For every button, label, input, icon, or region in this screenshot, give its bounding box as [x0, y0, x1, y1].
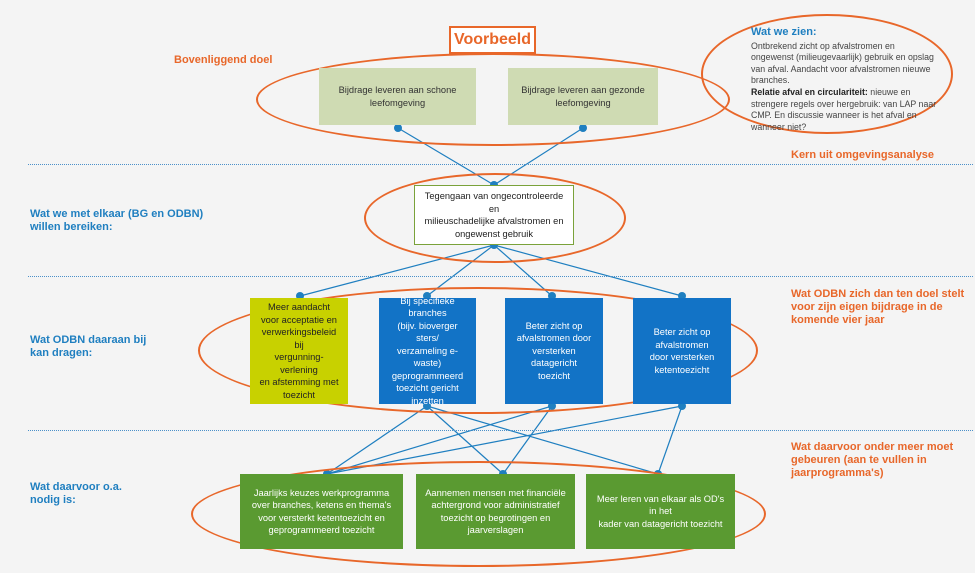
box-datagericht-toezicht-text: Beter zicht op afvalstromen door verster…	[516, 320, 592, 381]
label-bijdragen: Wat ODBN daaraan bij kan dragen:	[30, 334, 147, 359]
box-tegengaan: Tegengaan van ongecontroleerde en milieu…	[414, 185, 574, 245]
box-meer-leren: Meer leren van elkaar als OD's in het ka…	[586, 474, 735, 549]
box-datagericht-toezicht: Beter zicht op afvalstromen door verster…	[505, 298, 603, 404]
box-meer-leren-text: Meer leren van elkaar als OD's in het ka…	[596, 493, 725, 529]
box-meer-aandacht: Meer aandacht voor acceptatie en verwerk…	[250, 298, 348, 404]
separator-1	[28, 164, 973, 165]
box-ketentoezicht-text: Beter zicht op afvalstromen door verster…	[649, 327, 715, 375]
info-title: Wat we zien:	[751, 26, 817, 38]
label-doel-stelt: Wat ODBN zich dan ten doel stelt voor zi…	[791, 288, 965, 326]
info-wat-we-zien: Wat we zien: Ontbrekend zicht op afvalst…	[751, 26, 939, 133]
label-bereiken: Wat we met elkaar (BG en ODBN) willen be…	[30, 208, 204, 233]
label-nodig: Wat daarvoor o.a. nodig is:	[30, 481, 122, 506]
box-specifieke-branches-text: Bij specifieke branches (bijv. bioverger…	[391, 295, 464, 406]
voorbeeld-badge: Voorbeeld	[449, 26, 536, 54]
info-paragraph-2: nieuwe en strengere regels over hergebru…	[751, 86, 937, 132]
ellipse-bijdragen	[198, 287, 758, 414]
info-paragraph-2-bold: Relatie afval en circulariteit:	[751, 86, 868, 97]
ellipse-mid	[364, 173, 626, 263]
label-onder-meer: Wat daarvoor onder meer moet gebeuren (a…	[791, 441, 954, 479]
box-gezonde-leefomgeving-text: Bijdrage leveren aan gezonde leefomgevin…	[521, 85, 645, 108]
label-kern: Kern uit omgevingsanalyse	[791, 149, 935, 161]
box-meer-aandacht-text: Meer aandacht voor acceptatie en verwerk…	[259, 302, 339, 400]
box-jaarlijks-keuzes-text: Jaarlijks keuzes werkprogramma over bran…	[251, 487, 392, 536]
separator-2	[28, 276, 973, 277]
box-tegengaan-text: Tegengaan van ongecontroleerde en milieu…	[424, 191, 564, 239]
ellipse-info	[701, 14, 953, 134]
ellipse-nodig	[191, 461, 766, 567]
box-jaarlijks-keuzes: Jaarlijks keuzes werkprogramma over bran…	[240, 474, 403, 549]
box-gezonde-leefomgeving: Bijdrage leveren aan gezonde leefomgevin…	[508, 68, 658, 125]
box-schone-leefomgeving: Bijdrage leveren aan schone leefomgeving	[319, 68, 476, 125]
box-schone-leefomgeving-text: Bijdrage leveren aan schone leefomgeving	[338, 85, 457, 108]
box-aannemen-mensen: Aannemen mensen met financiële achtergro…	[416, 474, 575, 549]
separator-3	[28, 430, 973, 431]
box-specifieke-branches: Bij specifieke branches (bijv. bioverger…	[379, 296, 476, 406]
box-ketentoezicht: Beter zicht op afvalstromen door verster…	[633, 298, 731, 404]
box-aannemen-mensen-text: Aannemen mensen met financiële achtergro…	[425, 487, 566, 536]
info-paragraph-1: Ontbrekend zicht op afvalstromen en onge…	[751, 40, 934, 86]
label-bovenliggend: Bovenliggend doel	[174, 54, 273, 66]
